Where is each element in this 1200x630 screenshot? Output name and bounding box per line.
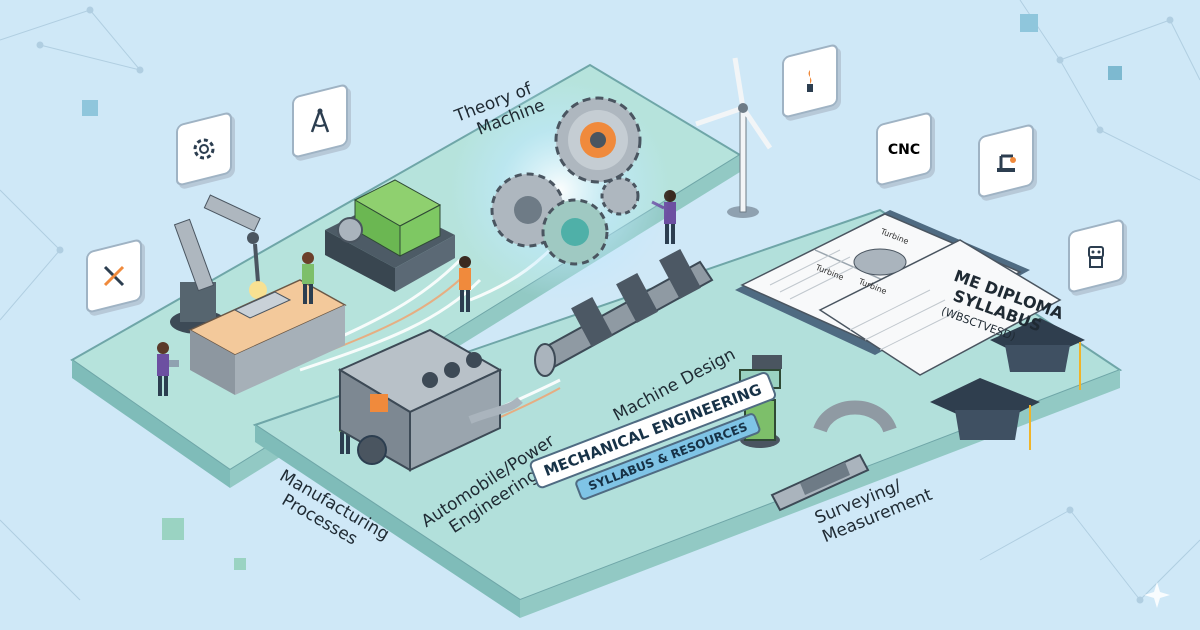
open-book <box>735 210 1062 376</box>
cnc-tile: CNC <box>876 111 932 187</box>
sparkle-icon <box>1144 582 1170 608</box>
floating-cubes <box>82 14 1122 570</box>
gear-tile <box>176 111 232 187</box>
robot-arm-tile <box>978 123 1034 199</box>
crankshaft <box>534 248 714 377</box>
gear-icon <box>193 138 215 160</box>
tools-tile <box>86 238 142 314</box>
gear-teal <box>541 198 609 266</box>
network-background <box>0 0 1200 604</box>
engine-block <box>337 328 523 472</box>
gear-large <box>554 96 642 184</box>
robot-icon <box>1088 246 1104 268</box>
wind-turbine <box>695 57 773 218</box>
compass-icon <box>310 108 330 133</box>
torch-icon <box>807 70 813 92</box>
glowing-gears <box>450 80 670 300</box>
compass-tile <box>292 83 348 159</box>
cnc-label: CNC <box>888 142 920 158</box>
person-laptop <box>157 342 179 396</box>
green-motor <box>325 179 455 292</box>
gear-small <box>600 176 640 216</box>
person-bench <box>302 252 314 304</box>
micrometer <box>770 400 897 512</box>
person-center <box>459 256 471 312</box>
torch-tile <box>782 43 838 119</box>
graduation-caps <box>930 318 1085 450</box>
cnc-icon: CNC <box>888 142 920 158</box>
wrench-screwdriver-icon <box>103 265 125 287</box>
robot-tile <box>1068 218 1124 294</box>
robot-arm-icon <box>997 154 1016 172</box>
